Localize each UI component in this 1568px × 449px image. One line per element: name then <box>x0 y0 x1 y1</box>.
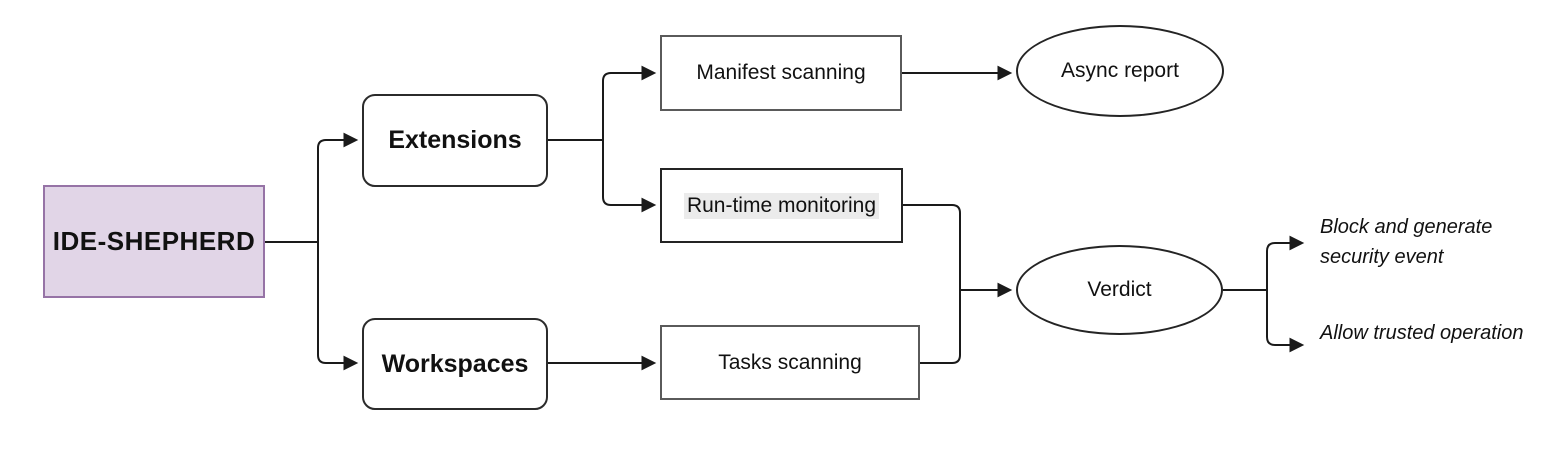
node-extensions-label: Extensions <box>388 126 522 154</box>
node-tasks-scanning-label: Tasks scanning <box>718 350 862 374</box>
node-ide-shepherd-label: IDE-SHEPHERD <box>52 226 256 256</box>
node-workspaces-label: Workspaces <box>381 349 529 378</box>
node-extensions: Extensions <box>362 94 548 187</box>
node-async-report: Async report <box>1016 25 1224 117</box>
outcome-block-and-generate: Block and generate security event <box>1320 216 1493 268</box>
node-runtime-monitoring-label: Run-time monitoring <box>683 192 880 219</box>
node-manifest-scanning-label: Manifest scanning <box>696 61 866 84</box>
node-manifest-scanning: Manifest scanning <box>660 35 902 111</box>
node-async-report-label: Async report <box>1061 59 1179 82</box>
node-verdict: Verdict <box>1016 245 1223 335</box>
node-ide-shepherd: IDE-SHEPHERD <box>43 185 265 298</box>
node-runtime-monitoring: Run-time monitoring <box>660 168 903 243</box>
outcome-allow-trusted: Allow trusted operation <box>1320 322 1524 344</box>
node-tasks-scanning: Tasks scanning <box>660 325 920 400</box>
node-verdict-label: Verdict <box>1087 278 1152 301</box>
node-workspaces: Workspaces <box>362 318 548 410</box>
